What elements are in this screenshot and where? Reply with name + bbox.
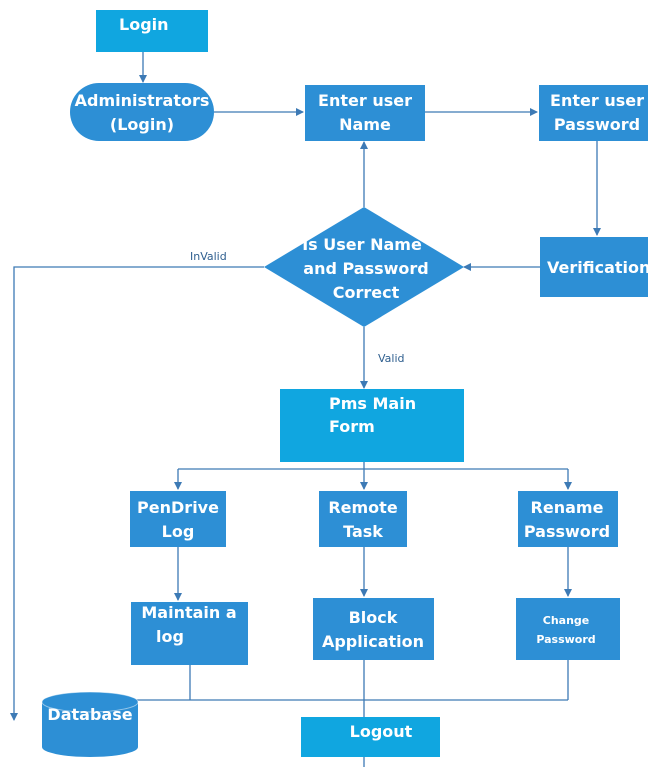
pendrive-log-label-1: PenDrive — [137, 498, 219, 517]
remote-task-label-1: Remote — [328, 498, 397, 517]
enter-user-password-label-2: Password — [554, 115, 640, 134]
block-application-box — [313, 598, 434, 660]
edge-invalid — [10, 266, 264, 721]
rename-password-label-2: Password — [524, 522, 610, 541]
database-cylinder-rim — [41, 691, 139, 713]
change-password-label-1: Change — [543, 614, 590, 627]
database-cylinder-top — [42, 692, 138, 712]
pms-main-form-box — [280, 389, 464, 462]
change-password-label-2: Password — [536, 633, 595, 646]
login-label: Login — [119, 15, 169, 34]
enter-user-password-label-1: Enter user — [550, 91, 644, 110]
node-pms-main-form: Pms Main Form — [280, 389, 464, 462]
change-password-box — [516, 598, 620, 660]
verification-box — [540, 237, 648, 297]
node-rename-password: Rename Password — [518, 491, 618, 547]
maintain-log-label-1: Maintain a — [141, 603, 236, 622]
node-remote-task: Remote Task — [319, 491, 407, 547]
login-box — [96, 10, 208, 52]
decision-diamond — [264, 207, 464, 327]
node-database: Database — [41, 691, 139, 757]
administrators-label-1: Administrators — [75, 91, 210, 110]
block-application-label-2: Application — [322, 632, 424, 651]
logout-label: Logout — [350, 722, 413, 741]
maintain-log-box — [131, 602, 248, 665]
node-pendrive-log: PenDrive Log — [130, 491, 226, 547]
pms-main-form-label-1: Pms Main — [329, 394, 416, 413]
decision-label-1: Is User Name — [302, 235, 422, 254]
administrators-label-2: (Login) — [110, 115, 174, 134]
rename-password-box — [518, 491, 618, 547]
valid-label: Valid — [378, 352, 405, 365]
enter-user-password-box — [539, 85, 648, 141]
node-administrators: Administrators (Login) — [70, 83, 214, 141]
node-block-application: Block Application — [313, 598, 434, 660]
node-change-password: Change Password — [516, 598, 620, 660]
node-logout: Logout — [301, 717, 440, 757]
node-maintain-log: Maintain a log — [131, 602, 248, 665]
remote-task-label-2: Task — [343, 522, 383, 541]
node-decision: Is User Name and Password Correct — [264, 207, 464, 327]
node-verification: Verification — [540, 237, 648, 297]
node-enter-user-name: Enter user Name — [305, 85, 425, 141]
decision-label-2: and Password — [303, 259, 428, 278]
connectors — [10, 52, 601, 767]
enter-user-name-label-2: Name — [339, 115, 391, 134]
pendrive-log-label-2: Log — [162, 522, 195, 541]
pms-main-form-label-2: Form — [329, 417, 375, 436]
rename-password-label-1: Rename — [531, 498, 604, 517]
enter-user-name-label-1: Enter user — [318, 91, 412, 110]
invalid-label: InValid — [190, 250, 227, 263]
logout-box — [301, 717, 440, 757]
maintain-log-label-2: log — [156, 627, 184, 646]
remote-task-box — [319, 491, 407, 547]
block-application-label-1: Block — [349, 608, 398, 627]
database-cylinder-body — [42, 702, 138, 757]
node-enter-user-password: Enter user Password — [539, 85, 648, 141]
decision-label-3: Correct — [333, 283, 400, 302]
node-login: Login — [96, 10, 208, 52]
administrators-shape — [70, 83, 214, 141]
database-label: Database — [47, 705, 132, 724]
pendrive-log-box — [130, 491, 226, 547]
verification-label: Verification — [547, 258, 648, 277]
enter-user-name-box — [305, 85, 425, 141]
